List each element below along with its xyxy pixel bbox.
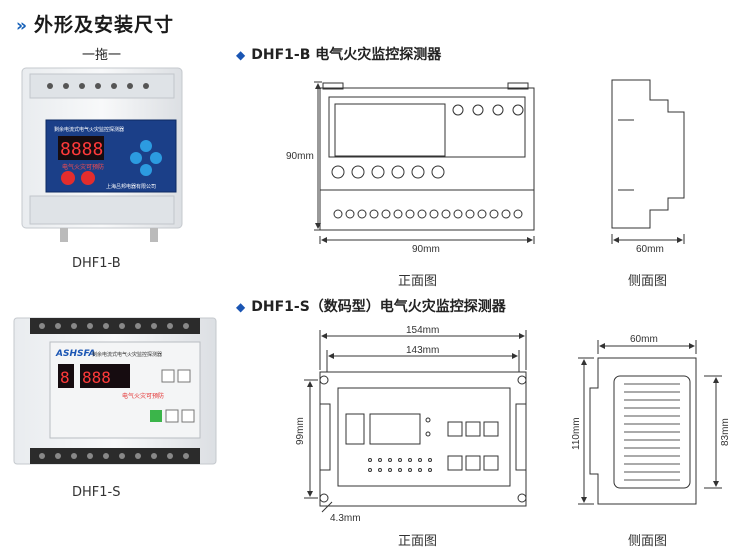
svg-text:888: 888: [82, 368, 111, 387]
dim-b-height: 90mm: [286, 151, 314, 162]
drag-note: 一拖一: [82, 48, 122, 63]
dim-s-side-inner: 83mm: [720, 418, 731, 446]
dim-b-depth: 60mm: [636, 244, 664, 255]
diamond-bullet-icon: ◆: [236, 300, 246, 314]
side-caption-s: 侧面图: [628, 534, 668, 549]
svg-text:8888: 8888: [60, 139, 103, 160]
double-chevron-icon: »: [16, 16, 28, 36]
photo-caption-dhf1-b: DHF1-B: [72, 256, 121, 271]
dim-s-side-height: 110mm: [571, 417, 582, 450]
device-brand-b: 上海吕邦电器有限公司: [106, 183, 156, 190]
diamond-bullet-icon: ◆: [236, 48, 246, 62]
dhf1-b-side-drawing: [611, 79, 685, 244]
dhf1-b-photo: 8888 剩余电流式电气火灾监控探测器 电气火灾可预防 上海吕邦电器有限公司: [21, 67, 183, 242]
device-label-s: 剩余电流式电气火灾监控探测器: [92, 351, 162, 358]
device-label-b: 剩余电流式电气火灾监控探测器: [54, 126, 124, 133]
section-label-dhf1-s: ◆DHF1-S（数码型）电气火灾监控探测器: [236, 299, 506, 315]
section-label-dhf1-b: ◆DHF1-B 电气火灾监控探测器: [236, 47, 442, 63]
dim-s-height: 99mm: [295, 417, 306, 445]
dim-s-inner-width: 143mm: [406, 345, 439, 356]
dim-s-offset: 4.3mm: [330, 513, 361, 524]
device-red-text-b: 电气火灾可预防: [62, 163, 104, 171]
dhf1-s-front-drawing: [304, 330, 527, 513]
dhf1-b-front-drawing: [314, 81, 535, 244]
dim-s-outer-width: 154mm: [406, 325, 439, 336]
device-red-text-s: 电气火灾可预防: [122, 392, 164, 400]
dhf1-s-side-drawing: [578, 340, 722, 505]
side-caption-b: 侧面图: [628, 274, 668, 289]
front-caption-s: 正面图: [398, 534, 438, 549]
page-title: »外形及安装尺寸: [16, 14, 174, 36]
photo-caption-dhf1-s: DHF1-S: [72, 485, 121, 500]
dim-s-depth: 60mm: [630, 334, 658, 345]
device-logo-s: ASHSFA: [55, 349, 95, 359]
svg-text:8: 8: [60, 368, 70, 387]
dim-b-width: 90mm: [412, 244, 440, 255]
front-caption-b: 正面图: [398, 274, 438, 289]
dhf1-s-photo: ASHSFA 剩余电流式电气火灾监控探测器 8 888 电气火灾可预防: [13, 317, 217, 465]
